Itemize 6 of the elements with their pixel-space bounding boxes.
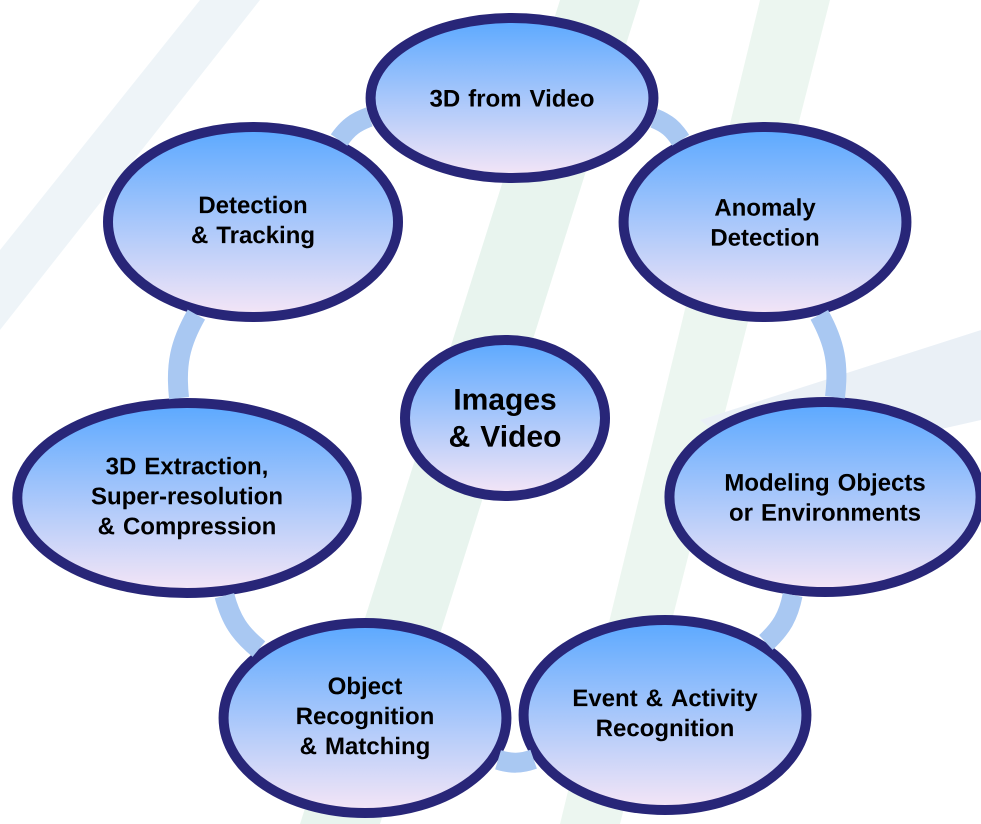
ring-segment [214,592,266,657]
ring-segment [758,592,802,650]
ring-segment [168,310,206,400]
ring-segment [650,109,690,146]
ring-segment [495,750,537,773]
ring-segment [330,108,373,146]
